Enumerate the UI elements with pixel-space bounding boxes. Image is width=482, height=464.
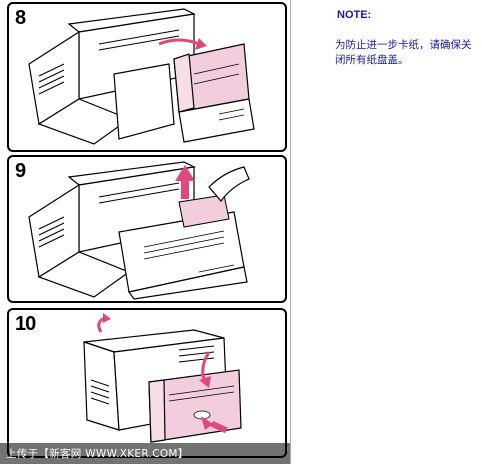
step-9-illustration bbox=[28, 161, 250, 300]
step-panel-10: 10 bbox=[7, 308, 287, 458]
note-title: NOTE: bbox=[337, 9, 372, 21]
step-8-illustration bbox=[28, 8, 255, 145]
step-number: 10 bbox=[15, 313, 36, 335]
step-number: 9 bbox=[15, 160, 26, 182]
note-text: 为防止进一步卡纸，请确保关闭所有纸盘盖。 bbox=[335, 39, 472, 66]
step-panel-9: 9 bbox=[7, 155, 287, 303]
column-divider bbox=[290, 0, 291, 464]
watermark-bar: 上传于【新客网 WWW.XKER.COM】 bbox=[0, 443, 290, 464]
watermark-text: 上传于【新客网 WWW.XKER.COM】 bbox=[6, 448, 189, 460]
step-panel-8: 8 bbox=[7, 2, 287, 152]
step-number: 8 bbox=[15, 7, 26, 29]
instruction-steps-column: 8 bbox=[0, 0, 290, 464]
step-10-illustration bbox=[83, 313, 242, 443]
note-column: NOTE: 为防止进一步卡纸，请确保关闭所有纸盘盖。 bbox=[291, 0, 482, 464]
